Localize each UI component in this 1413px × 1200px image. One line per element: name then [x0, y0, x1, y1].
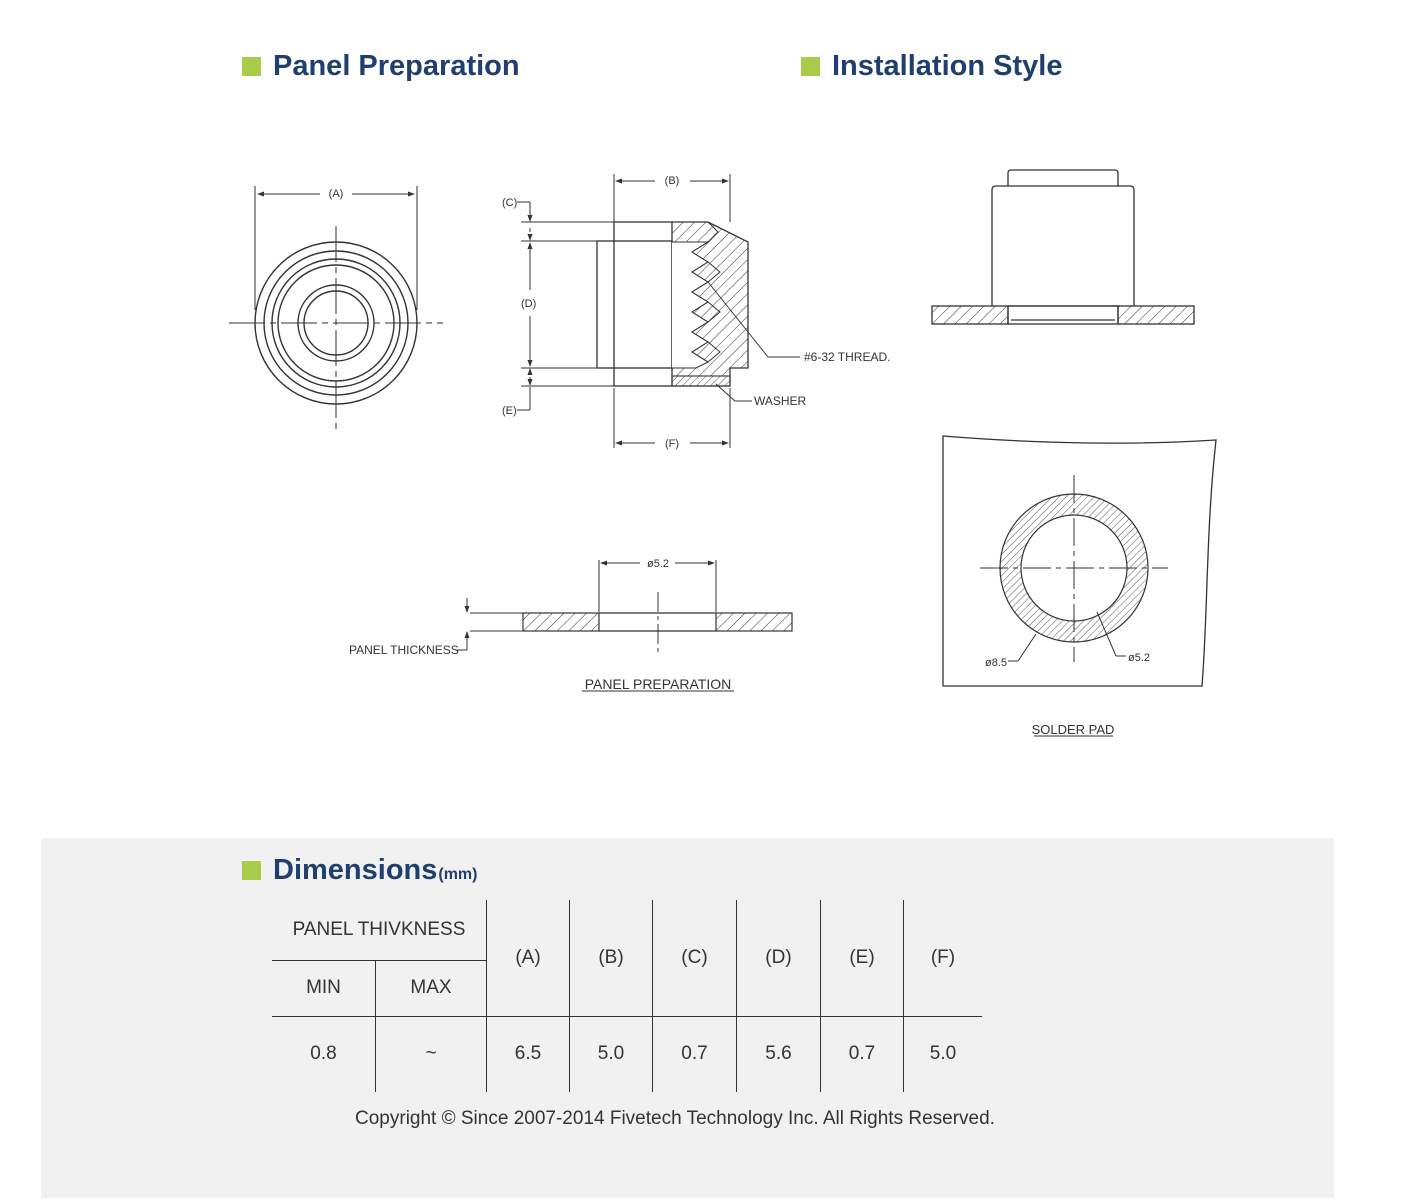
label-c: (C) — [502, 197, 517, 209]
green-square-icon — [242, 57, 261, 76]
copyright-text: Copyright © Since 2007-2014 Fivetech Tec… — [355, 1108, 995, 1129]
section-title-installation-style: Installation Style — [801, 52, 1062, 81]
cell-c: 0.7 — [652, 1016, 737, 1092]
label-d: (D) — [521, 298, 536, 310]
label-thread: #6-32 THREAD. — [804, 350, 890, 364]
panel-thickness-header: PANEL THIVKNESS — [272, 900, 487, 961]
col-header-a: (A) — [486, 900, 570, 1017]
col-header-e: (E) — [820, 900, 904, 1017]
label-a: (A) — [329, 188, 344, 200]
col-header-c: (C) — [652, 900, 737, 1017]
caption-solder-pad: SOLDER PAD — [1032, 722, 1115, 737]
col-header-f: (F) — [903, 900, 982, 1017]
cell-a: 6.5 — [486, 1016, 570, 1092]
label-washer: WASHER — [754, 394, 807, 408]
caption-panel-preparation: PANEL PREPARATION — [585, 676, 732, 692]
table-row: 0.8 ~ 6.5 5.0 0.7 5.6 0.7 5.0 — [272, 1016, 982, 1092]
label-solder-outer: ø8.5 — [985, 657, 1007, 669]
side-view — [517, 174, 800, 448]
technical-drawing: (A) — [229, 169, 1217, 737]
top-view — [229, 186, 443, 429]
dimensions-table: PANEL THIVKNESS (A) (B) (C) (D) (E) (F) … — [272, 900, 982, 1092]
col-header-d: (D) — [736, 900, 821, 1017]
cell-min: 0.8 — [272, 1016, 376, 1092]
cell-b: 5.0 — [569, 1016, 653, 1092]
max-header: MAX — [375, 960, 487, 1017]
installation-view — [931, 169, 1195, 325]
cell-d: 5.6 — [736, 1016, 821, 1092]
label-b: (B) — [665, 175, 680, 187]
cell-max: ~ — [375, 1016, 487, 1092]
dimensions-title: Dimensions — [273, 854, 438, 886]
panel-preparation-title: Panel Preparation — [273, 50, 520, 82]
label-f: (F) — [665, 438, 679, 450]
label-e: (E) — [502, 405, 517, 417]
min-header: MIN — [272, 960, 376, 1017]
label-panel-thickness: PANEL THICKNESS — [349, 643, 459, 657]
col-header-b: (B) — [569, 900, 653, 1017]
section-title-dimensions: Dimensions (mm) — [242, 856, 477, 885]
label-solder-inner: ø5.2 — [1128, 652, 1150, 664]
label-hole-diameter: ø5.2 — [647, 558, 669, 570]
green-square-icon — [242, 861, 261, 880]
cell-e: 0.7 — [820, 1016, 904, 1092]
dimensions-unit: (mm) — [438, 866, 478, 883]
cell-f: 5.0 — [929, 1043, 957, 1065]
green-square-icon — [801, 57, 820, 76]
solder-pad-view — [942, 435, 1217, 737]
panel-preparation-view — [457, 560, 793, 692]
section-title-panel-preparation: Panel Preparation — [242, 52, 520, 81]
installation-style-title: Installation Style — [832, 50, 1063, 82]
